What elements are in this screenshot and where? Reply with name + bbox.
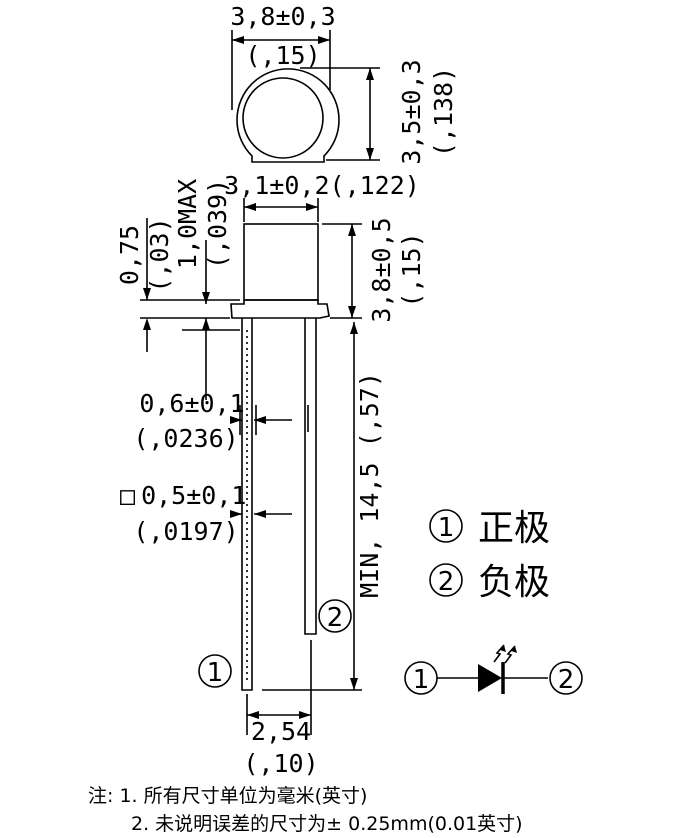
led-flange	[230, 299, 330, 319]
cathode-pin-number: 2	[327, 603, 344, 633]
top-view: 3,8±0,3 (,15) 3,5±0,3 (,138)	[230, 2, 458, 165]
symbol-left-number: 1	[413, 665, 430, 695]
body-height-in: (,15)	[397, 232, 426, 307]
anode-pin-number: 1	[207, 658, 224, 688]
top-view-lens	[242, 77, 324, 159]
led-body	[243, 223, 319, 301]
symbol-right-number: 2	[558, 665, 575, 695]
legend-item1-label: 正极	[478, 508, 550, 549]
lead-wide-mm: 0,6±0,1	[139, 389, 244, 418]
top-depth-in: (,138)	[429, 67, 458, 157]
legend: 1 正极 2 负极	[429, 508, 550, 603]
side-view: 3,1±0,2(,122) 3,8±0,5 (,15) 0,75 (,03) 1…	[115, 171, 426, 778]
top-depth-mm: 3,5±0,3	[397, 59, 426, 164]
flange-max-in: (,039)	[203, 179, 232, 269]
body-width-label: 3,1±0,2(,122)	[224, 171, 420, 200]
note-line-2: 2. 未说明误差的尺寸为± 0.25mm(0.01英寸)	[131, 813, 523, 835]
cathode-lead	[304, 318, 317, 635]
lead-square-in: (,0197)	[133, 517, 238, 546]
led-symbol: 1 2	[404, 644, 583, 695]
flange-height-mm: 0,75	[115, 225, 144, 285]
lead-wide-in: (,0236)	[133, 424, 238, 453]
top-view-outline	[236, 68, 340, 163]
light-emission-icon	[493, 644, 517, 664]
lead-spacing-mm: 2,54	[251, 717, 311, 746]
legend-item2-number: 2	[438, 567, 455, 597]
legend-item2-label: 负极	[478, 562, 550, 603]
anode-lead	[241, 318, 253, 691]
top-width-in: (,15)	[245, 41, 320, 70]
lead-square-label: □0,5±0,1	[120, 481, 246, 510]
body-height-mm: 3,8±0,5	[367, 217, 396, 322]
diode-triangle	[478, 664, 502, 692]
flange-height-in: (,03)	[145, 217, 174, 292]
top-width-mm: 3,8±0,3	[230, 2, 335, 31]
flange-max-mm: 1,0MAX	[173, 179, 202, 269]
lead-spacing-in: (,10)	[243, 749, 318, 778]
note-line-1: 注: 1. 所有尺寸单位为毫米(英寸)	[88, 785, 368, 807]
legend-item1-number: 1	[438, 513, 455, 543]
lead-length-label: MIN, 14,5 (,57)	[355, 372, 384, 598]
